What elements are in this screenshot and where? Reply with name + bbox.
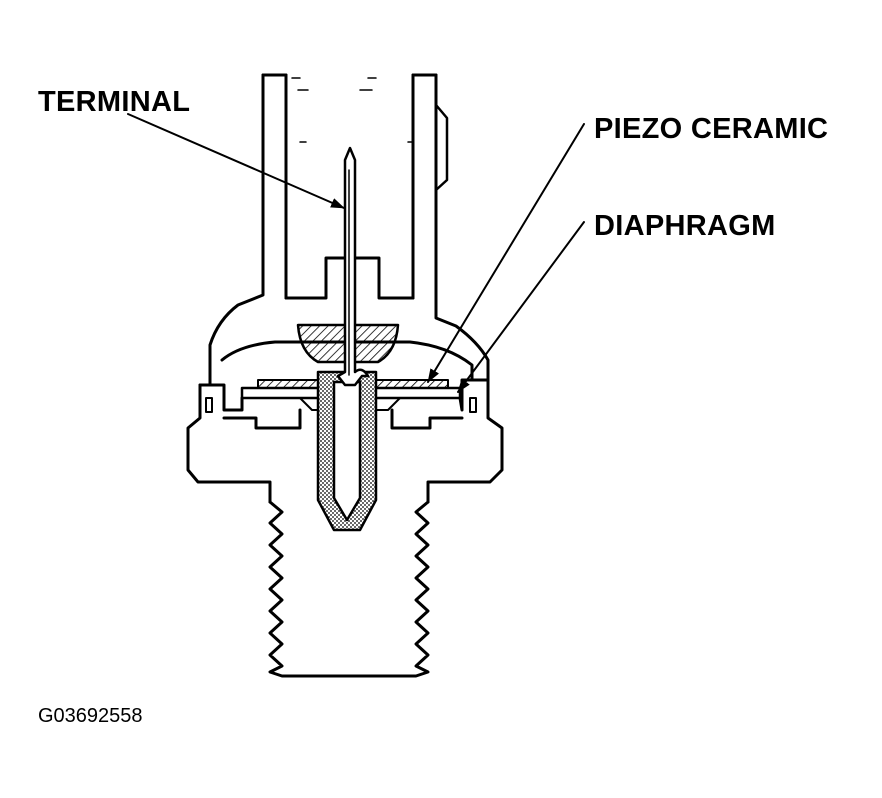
threaded-shank	[268, 500, 430, 678]
base-body	[186, 378, 504, 504]
terminal-leader-line	[127, 113, 345, 209]
diaphragm-leader-line	[457, 221, 585, 393]
piezo-ceramic-label: PIEZO CERAMIC	[594, 113, 829, 145]
figure-id: G03692558	[38, 705, 143, 727]
diaphragm-label: DIAPHRAGM	[594, 210, 776, 242]
center-electrode	[332, 380, 362, 522]
terminal-pin	[336, 146, 370, 387]
piezo-ceramic-leader-line	[427, 123, 585, 383]
terminal-label: TERMINAL	[38, 86, 191, 118]
connector-housing	[208, 73, 490, 387]
